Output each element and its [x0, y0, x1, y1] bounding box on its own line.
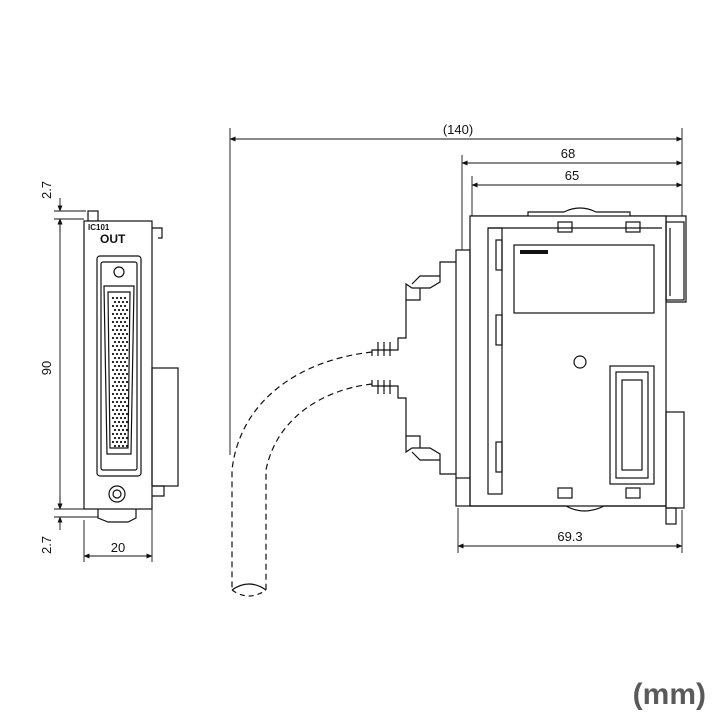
out-label: OUT [100, 232, 126, 246]
dim-top-label: 2.7 [39, 181, 54, 199]
front-view-dimensions [54, 198, 153, 562]
dim-bottom-label: 2.7 [39, 536, 54, 554]
dim-width-label: 20 [111, 540, 125, 555]
dim-height-label: 90 [39, 361, 54, 375]
cable-plug [371, 261, 456, 475]
dim-68-label: 68 [561, 146, 575, 161]
dim-693-label: 69.3 [557, 529, 582, 544]
side-view-dimensions [229, 128, 683, 553]
dim-65-label: 65 [565, 168, 579, 183]
cable-end [231, 583, 267, 597]
unit-label: (mm) [632, 678, 706, 711]
cable [231, 351, 373, 590]
side-view-module [455, 207, 687, 525]
front-view-module [83, 210, 179, 523]
module-model-label: IC101 [88, 223, 110, 232]
connector-pins [111, 296, 129, 448]
dim-total-label: (140) [443, 122, 473, 137]
